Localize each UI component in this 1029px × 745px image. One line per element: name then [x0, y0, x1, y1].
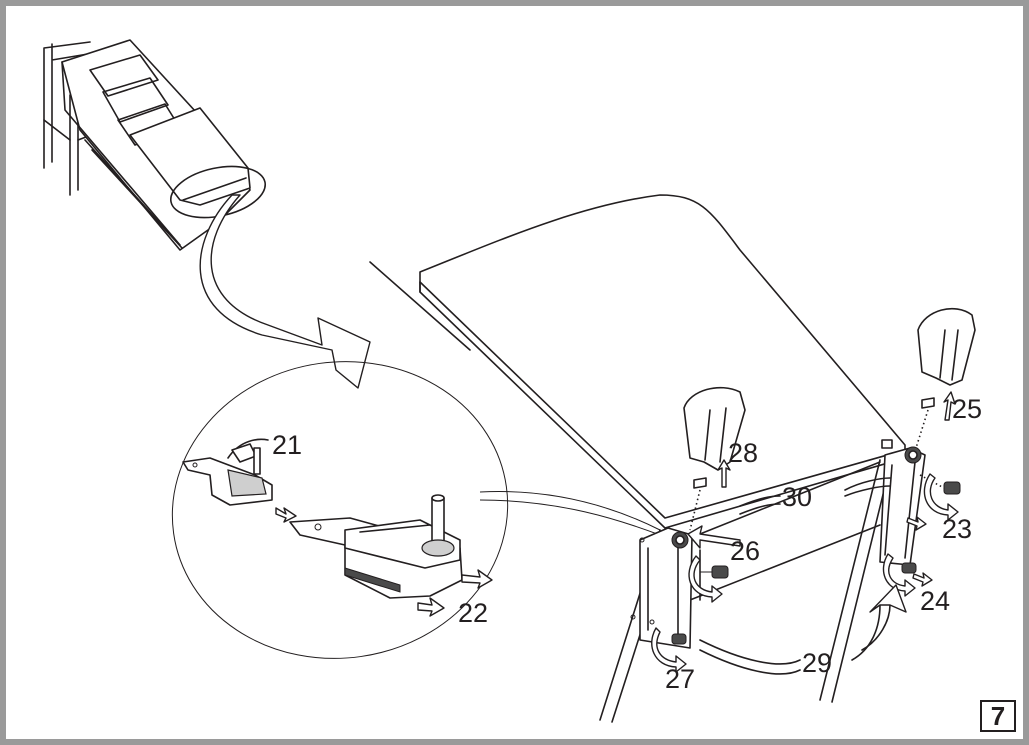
hinge-bracket-left	[630, 527, 693, 649]
callout-22: 22	[458, 598, 488, 628]
screw-27	[671, 633, 687, 645]
pull-arrows	[687, 391, 956, 587]
callout-labels: 21 22 23 24 25 26 27 28 29 30	[272, 394, 982, 694]
callout-29: 29	[802, 648, 832, 678]
hinge-part-21	[182, 438, 297, 523]
hinge-cover-28	[683, 386, 746, 471]
callout-28: 28	[728, 438, 758, 468]
callout-25: 25	[952, 394, 982, 424]
figure-number: 7	[980, 700, 1016, 732]
zoom-arrow	[199, 194, 371, 389]
callout-24: 24	[920, 586, 950, 616]
screw-24	[901, 562, 917, 574]
screw-26	[700, 565, 729, 579]
screw-25	[915, 397, 935, 449]
arrow-29	[699, 584, 907, 675]
callout-30: 30	[782, 482, 812, 512]
rotation-arrows	[651, 473, 959, 673]
detail-ellipse	[171, 361, 661, 659]
overview-appliance	[43, 39, 267, 251]
door-panel	[369, 194, 906, 529]
arrow-30-leader	[739, 477, 891, 515]
hinge-bracket-right	[879, 439, 926, 566]
callout-26: 26	[730, 536, 760, 566]
hinge-part-22	[289, 494, 493, 617]
screw-28	[689, 477, 707, 531]
callout-27: 27	[665, 664, 695, 694]
callout-23: 23	[942, 514, 972, 544]
hinge-cover-25	[917, 307, 976, 386]
callout-21: 21	[272, 430, 302, 460]
